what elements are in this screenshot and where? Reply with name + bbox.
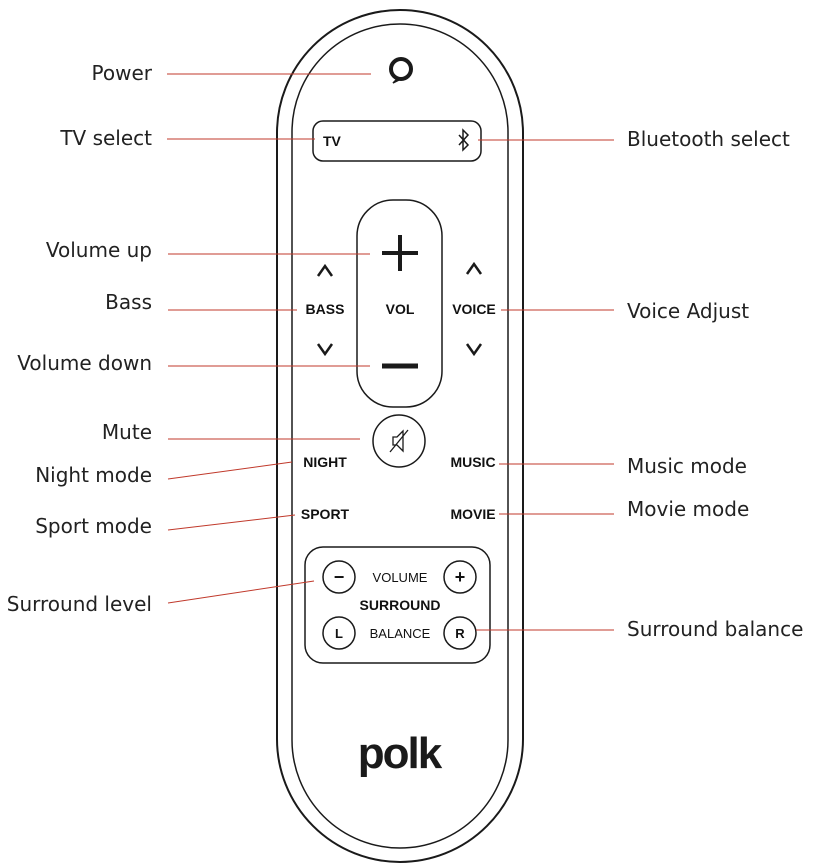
tv-select-label: TV bbox=[323, 133, 342, 149]
callout-surround-balance: Surround balance bbox=[627, 617, 803, 641]
chevron-down-icon bbox=[465, 343, 483, 357]
source-select-bar[interactable]: TV bbox=[312, 120, 482, 162]
mute-icon bbox=[389, 429, 409, 453]
voice-control[interactable]: VOICE bbox=[452, 261, 496, 357]
volume-rocker[interactable]: VOL bbox=[356, 199, 443, 408]
callout-movie-mode: Movie mode bbox=[627, 497, 749, 521]
plus-icon: + bbox=[455, 567, 466, 587]
callout-tv-select: TV select bbox=[59, 126, 152, 150]
bluetooth-icon bbox=[458, 128, 470, 152]
balance-left-label: L bbox=[335, 626, 343, 641]
bass-label: BASS bbox=[306, 301, 345, 317]
callout-music-mode: Music mode bbox=[627, 454, 747, 478]
callout-night-mode: Night mode bbox=[35, 463, 152, 487]
chevron-up-icon bbox=[465, 261, 483, 275]
volume-up-icon bbox=[382, 235, 418, 271]
movie-mode-button[interactable]: MOVIE bbox=[450, 506, 495, 522]
surround-volume-plus-button[interactable]: + bbox=[443, 560, 477, 594]
callout-mute: Mute bbox=[102, 420, 152, 444]
chevron-up-icon bbox=[316, 263, 334, 277]
callout-surround-level: Surround level bbox=[7, 592, 152, 616]
callout-volume-down: Volume down bbox=[17, 351, 152, 375]
surround-balance-left-button[interactable]: L bbox=[322, 616, 356, 650]
minus-icon: − bbox=[334, 567, 345, 587]
balance-right-label: R bbox=[455, 626, 465, 641]
surround-volume-minus-button[interactable]: − bbox=[322, 560, 356, 594]
callout-voice-adjust: Voice Adjust bbox=[627, 299, 749, 323]
power-button[interactable] bbox=[389, 57, 413, 84]
callout-bluetooth-select: Bluetooth select bbox=[627, 127, 790, 151]
night-mode-button[interactable]: NIGHT bbox=[303, 454, 347, 470]
sport-mode-button[interactable]: SPORT bbox=[301, 506, 350, 522]
surround-balance-label: BALANCE bbox=[370, 626, 431, 641]
surround-panel: − VOLUME + SURROUND L BALANCE R bbox=[304, 546, 491, 664]
surround-balance-right-button[interactable]: R bbox=[443, 616, 477, 650]
bass-control[interactable]: BASS bbox=[306, 263, 345, 357]
polk-logo: polk bbox=[358, 729, 443, 778]
leader-lines bbox=[167, 73, 614, 631]
callout-bass: Bass bbox=[105, 290, 152, 314]
voice-label: VOICE bbox=[452, 301, 496, 317]
callout-sport-mode: Sport mode bbox=[35, 514, 152, 538]
chevron-down-icon bbox=[316, 343, 334, 357]
surround-volume-label: VOLUME bbox=[373, 570, 428, 585]
mute-button[interactable] bbox=[372, 414, 426, 468]
surround-label: SURROUND bbox=[360, 597, 441, 613]
vol-label: VOL bbox=[386, 301, 415, 317]
callout-power: Power bbox=[92, 61, 153, 85]
callout-labels: Power TV select Bluetooth select Volume … bbox=[7, 61, 804, 641]
alexa-ring-icon bbox=[389, 57, 413, 81]
music-mode-button[interactable]: MUSIC bbox=[450, 454, 495, 470]
callout-volume-up: Volume up bbox=[46, 238, 152, 262]
